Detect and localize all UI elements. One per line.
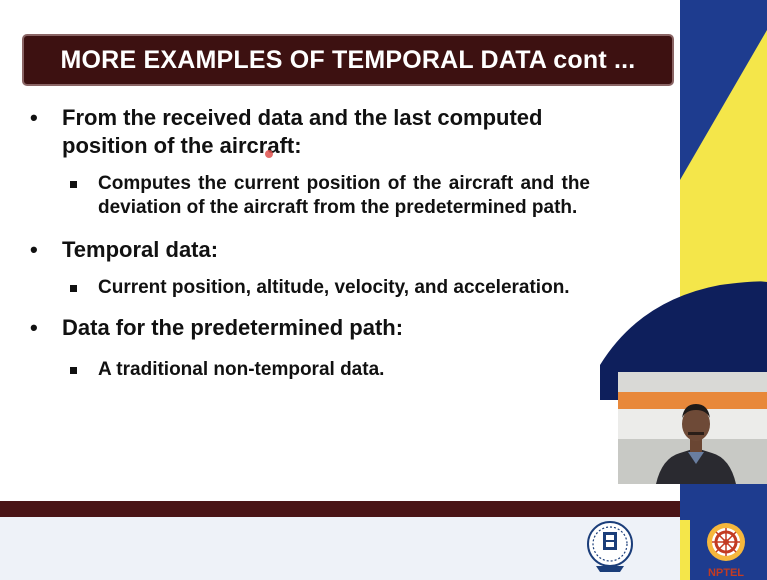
bullet-1: • From the received data and the last co… bbox=[30, 104, 590, 220]
sub-bullet-square-icon bbox=[70, 367, 77, 374]
laser-pointer bbox=[265, 150, 273, 158]
presenter-video bbox=[618, 372, 767, 484]
sub-bullet-square-icon bbox=[70, 285, 77, 292]
bullet-text: From the received data and the last comp… bbox=[62, 105, 543, 158]
nptel-logo-text: NPTEL bbox=[708, 567, 744, 579]
bullet-dot-icon: • bbox=[30, 237, 38, 262]
presenter-video-frame bbox=[618, 372, 767, 484]
bullet-3: • Data for the predetermined path: A tra… bbox=[30, 314, 590, 382]
sub-bullet-text: A traditional non-temporal data. bbox=[98, 359, 385, 380]
slide-title: MORE EXAMPLES OF TEMPORAL DATA cont ... bbox=[22, 34, 674, 86]
nptel-logo: NPTEL bbox=[707, 523, 745, 579]
bullet-text: Data for the predetermined path: bbox=[62, 315, 404, 340]
footer-strip bbox=[0, 517, 680, 580]
bullet-dot-icon: • bbox=[30, 105, 38, 130]
sub-bullet-square-icon bbox=[70, 181, 77, 188]
bullet-2: • Temporal data: Current position, altit… bbox=[30, 236, 590, 300]
slide-content: • From the received data and the last co… bbox=[30, 104, 590, 382]
sub-bullet-text: Computes the current position of the air… bbox=[98, 173, 590, 218]
footer-bar bbox=[0, 501, 680, 517]
bullet-dot-icon: • bbox=[30, 315, 38, 340]
iit-kharagpur-logo bbox=[587, 521, 633, 572]
bullet-text: Temporal data: bbox=[62, 237, 219, 262]
sub-bullet-text: Current position, altitude, velocity, an… bbox=[98, 277, 570, 298]
